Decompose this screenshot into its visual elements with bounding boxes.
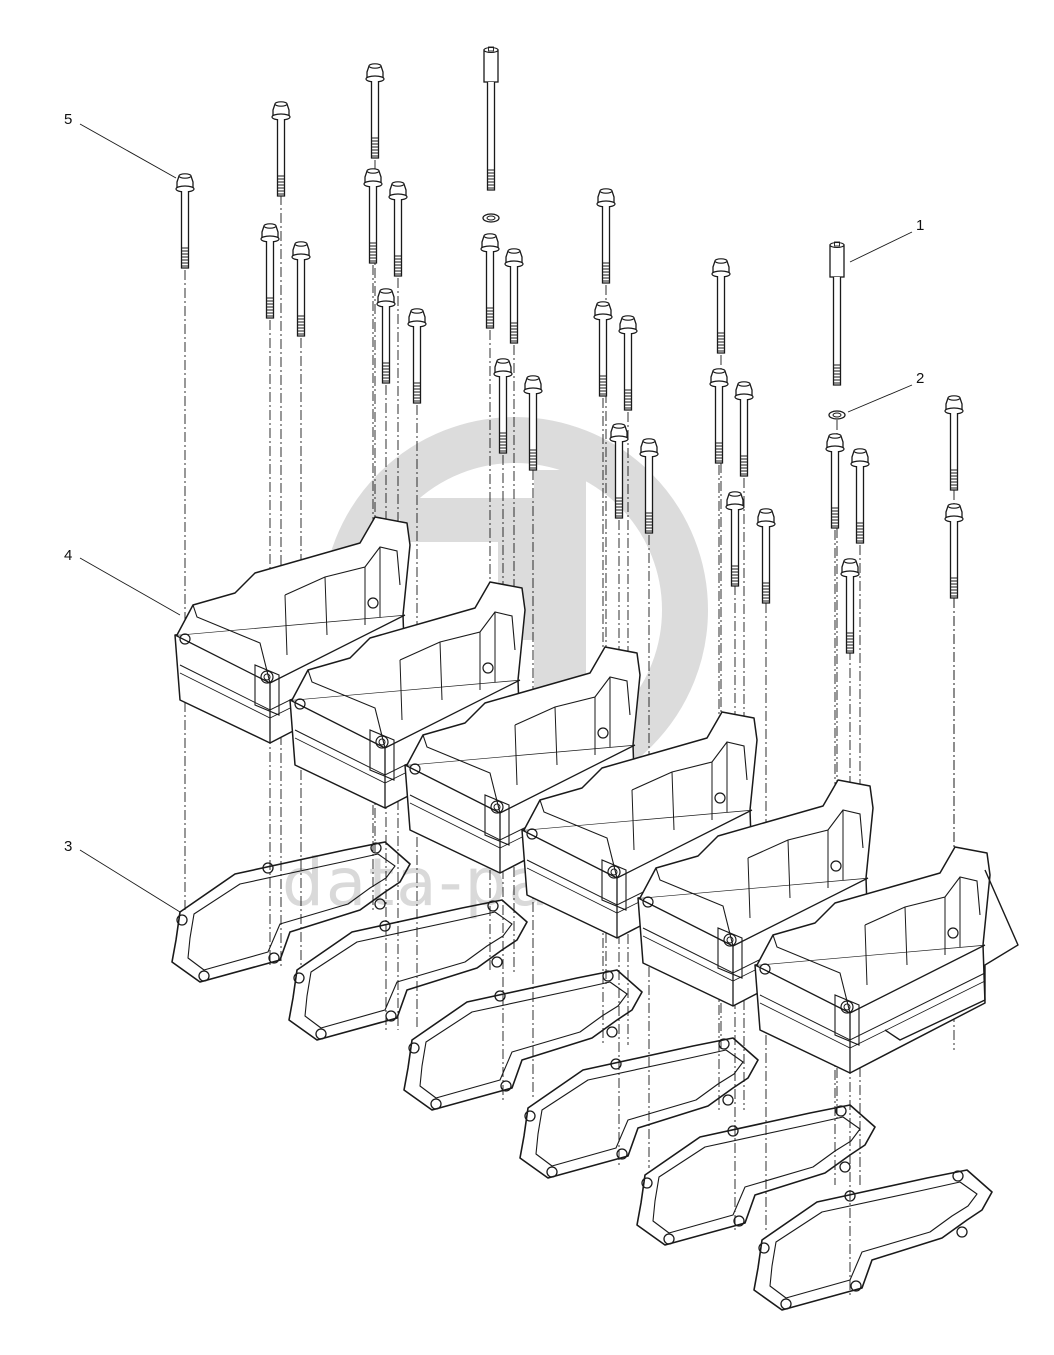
callout-label: 5 [64, 111, 72, 128]
bolt [618, 315, 638, 411]
gasket [519, 1037, 759, 1179]
stud [829, 241, 845, 386]
bolt [711, 258, 731, 354]
gasket [753, 1169, 993, 1311]
gasket [403, 969, 643, 1111]
callout-1: 1 [849, 217, 924, 263]
callout-5: 5 [64, 111, 177, 179]
washer [828, 410, 846, 420]
bolt [825, 433, 845, 529]
bolt [734, 381, 754, 477]
bolt [260, 223, 280, 319]
bolt [480, 233, 500, 329]
callout-3: 3 [64, 838, 181, 913]
bolt [725, 491, 745, 587]
stud-group [483, 46, 845, 386]
callout-label: 4 [64, 547, 72, 564]
bolt [363, 168, 383, 264]
bolt [388, 181, 408, 277]
bolt [291, 241, 311, 337]
bolt [596, 188, 616, 284]
bolt [850, 448, 870, 544]
callout-label: 2 [916, 370, 924, 387]
bolt [407, 308, 427, 404]
bolt [271, 101, 291, 197]
callout-label: 1 [916, 217, 924, 234]
bolt [944, 395, 964, 491]
gasket [636, 1104, 876, 1246]
bolt [504, 248, 524, 344]
washer [482, 213, 500, 223]
bolt [175, 173, 195, 269]
bolt [376, 288, 396, 384]
bolt [709, 368, 729, 464]
bolt [944, 503, 964, 599]
bolt [840, 558, 860, 654]
callout-4: 4 [64, 547, 181, 616]
bolt [756, 508, 776, 604]
valve-cover-end-flange [884, 869, 1019, 1041]
stud [483, 46, 499, 191]
callout-label: 3 [64, 838, 72, 855]
bolt [365, 63, 385, 159]
bolt [593, 301, 613, 397]
callout-2: 2 [847, 370, 924, 413]
